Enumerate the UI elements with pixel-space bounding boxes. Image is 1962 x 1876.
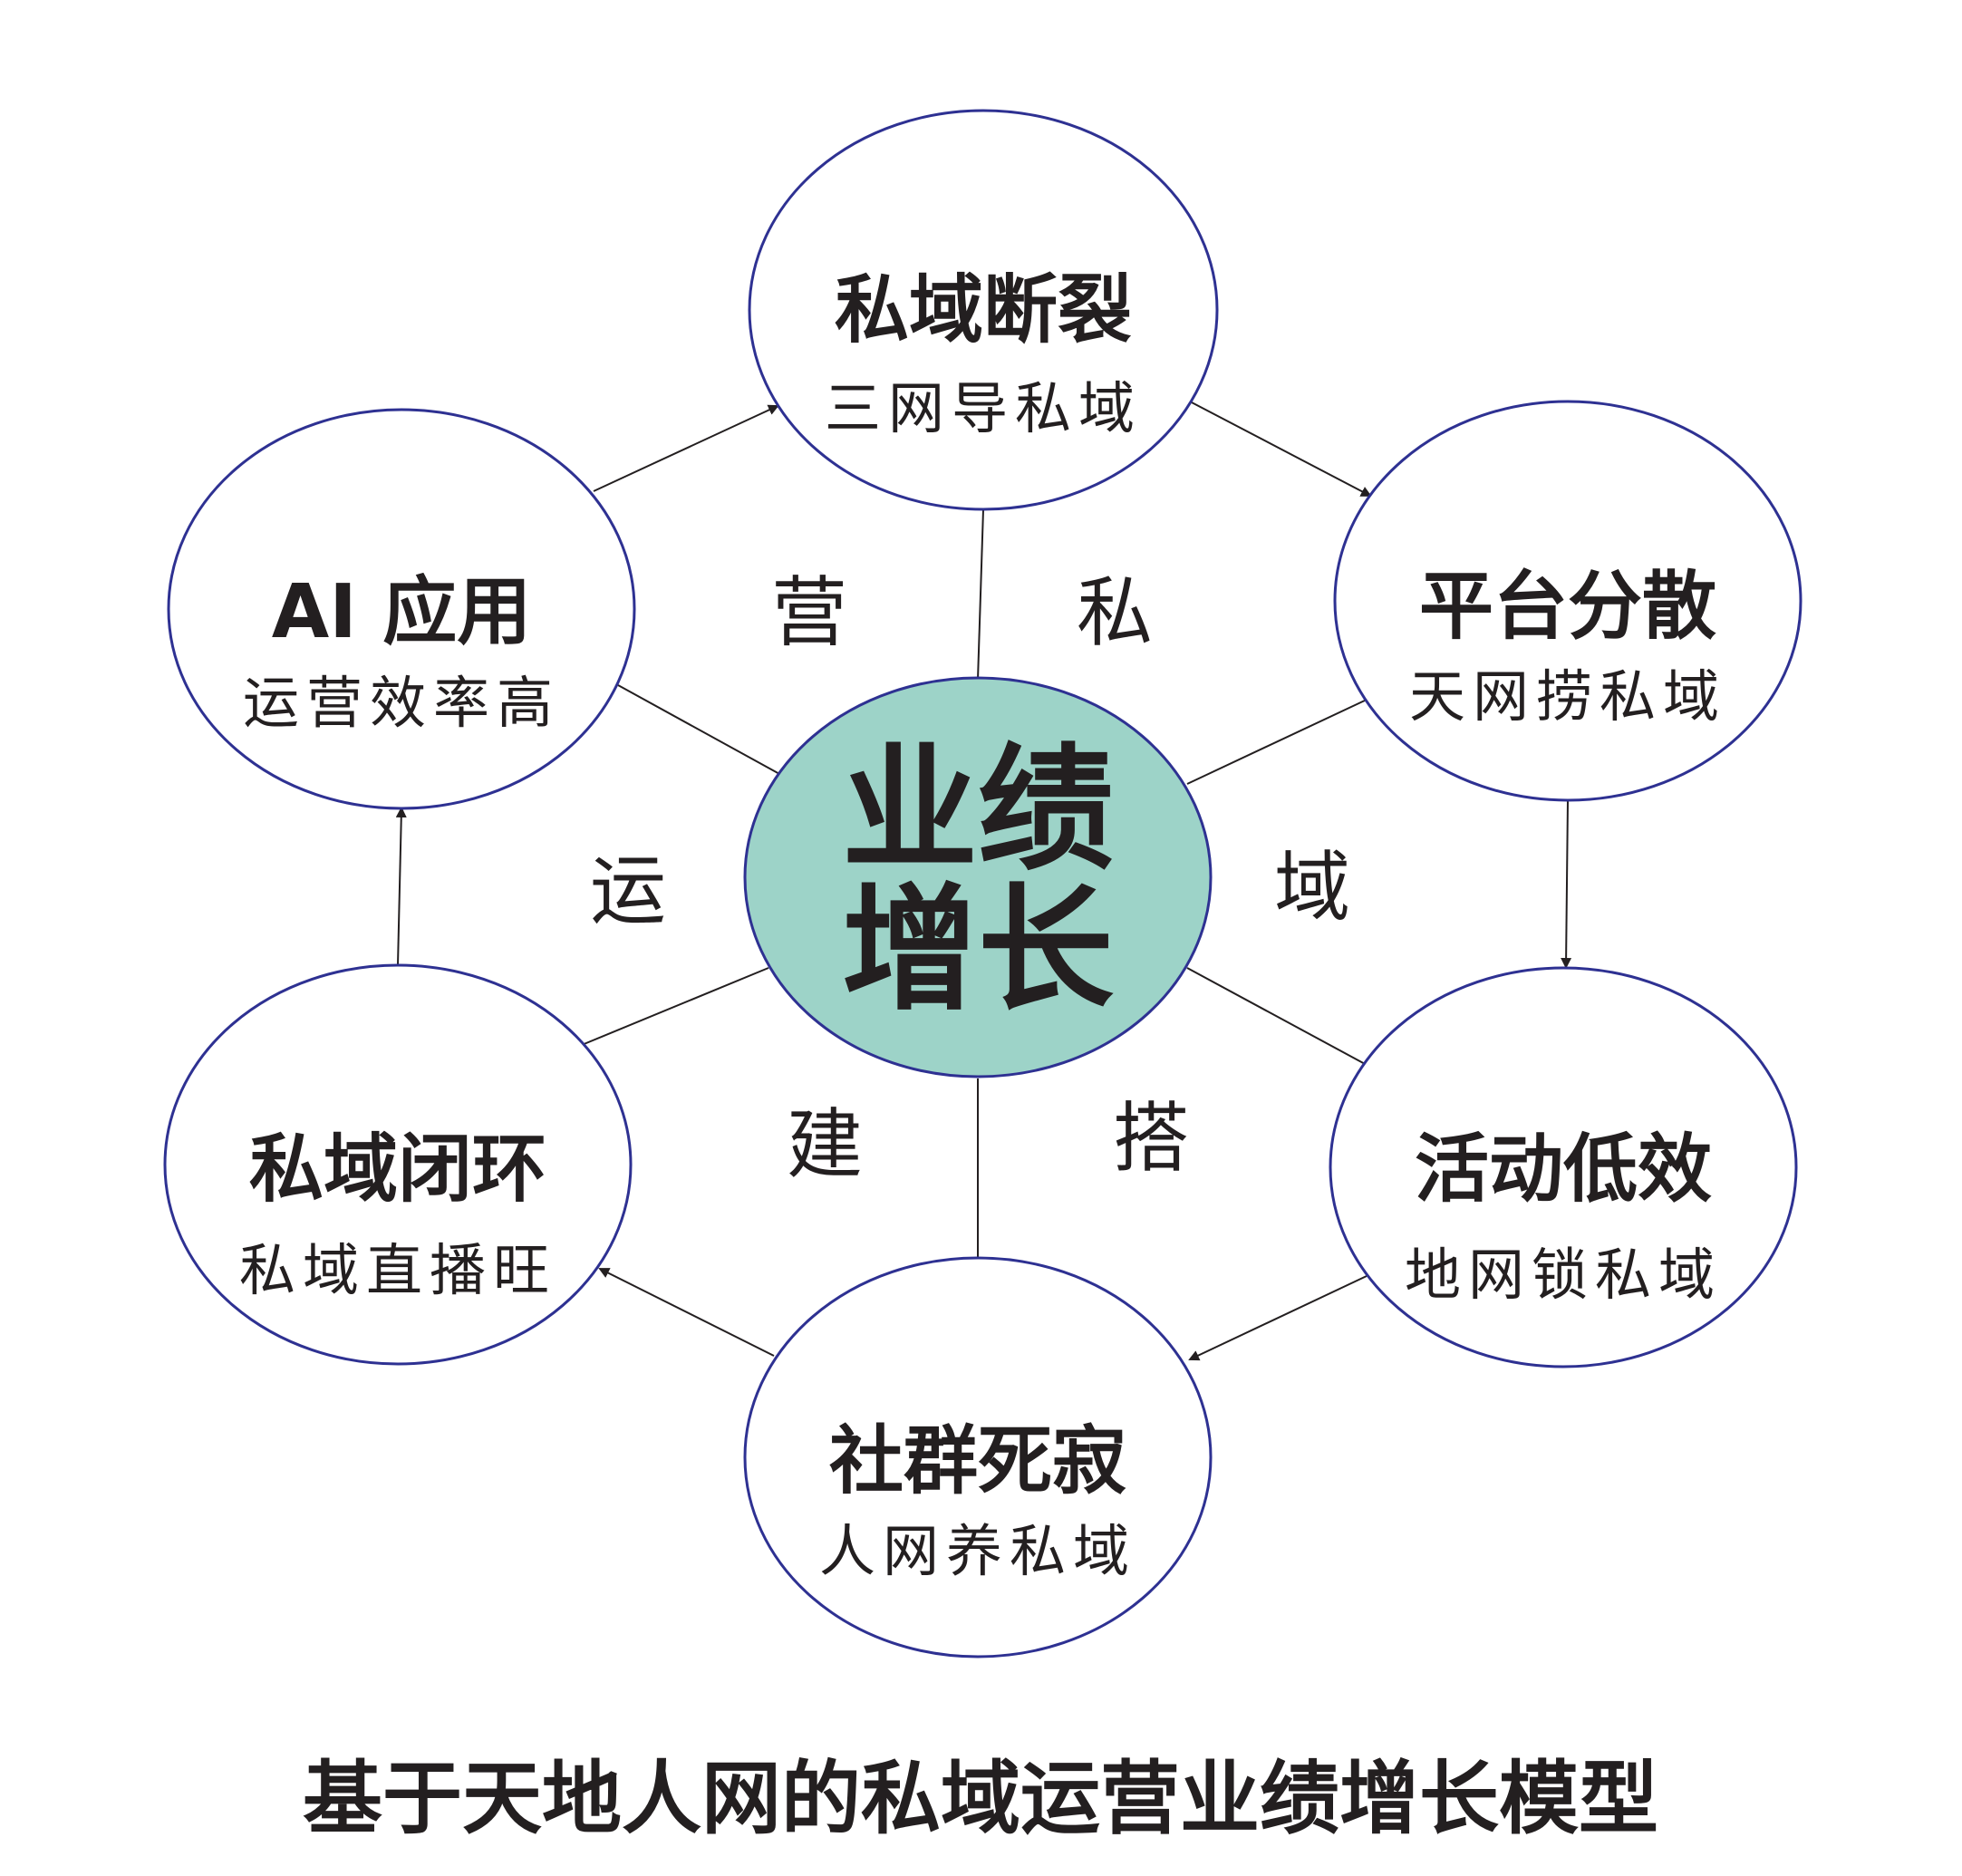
node-upper-right-subtitle: 天网捞私域 (1409, 663, 1726, 730)
node-upper-right-ellipse (1333, 400, 1803, 802)
node-bottom-ellipse (743, 1256, 1213, 1658)
node-lower-left-title: 私域闭环 (249, 1127, 546, 1213)
arrow-upper-right-to-lower-right (1561, 799, 1572, 969)
arrow-bottom-to-lower-left (598, 1268, 775, 1357)
node-lower-left-ellipse (163, 963, 633, 1366)
spoke-lower-left (581, 967, 769, 1046)
arrow-upper-left-to-top (593, 404, 779, 492)
node-upper-right-title: 平台分散 (1419, 564, 1716, 650)
center-ellipse (743, 676, 1213, 1078)
spoke-lower-right (1186, 967, 1368, 1066)
ring-characters: 私 域 搭 建 运 营 (590, 568, 1350, 1189)
arrow-top-to-upper-right (1189, 401, 1372, 497)
node-bottom-title: 社群死寂 (829, 1418, 1126, 1504)
node-upper-right: 平台分散 天网捞私域 (1333, 400, 1803, 802)
node-lower-right: 活动低效 地网锁私域 (1329, 966, 1798, 1368)
node-lower-left: 私域闭环 私域直播旺 (163, 963, 633, 1366)
ring-char-1: 私 (1077, 568, 1153, 657)
ring-char-6: 营 (771, 568, 847, 657)
node-top-title: 私域断裂 (835, 267, 1132, 353)
node-upper-left-subtitle: 运营效率高 (243, 670, 560, 736)
center-node: 业绩 增长 (743, 676, 1213, 1078)
node-bottom: 社群死寂 人网养私域 (743, 1256, 1213, 1658)
spoke-lines (581, 508, 1368, 1260)
node-upper-left-ellipse (167, 408, 636, 810)
node-lower-right-subtitle: 地网锁私域 (1405, 1242, 1722, 1308)
cycle-arrows (395, 401, 1572, 1361)
ring-char-4: 建 (787, 1100, 863, 1189)
node-bottom-subtitle: 人网养私域 (819, 1518, 1136, 1584)
ring-char-3: 搭 (1113, 1094, 1189, 1183)
center-line-2: 增长 (842, 872, 1114, 1030)
node-top-subtitle: 三网导私域 (825, 375, 1142, 441)
node-lower-right-ellipse (1329, 966, 1798, 1368)
diagram-caption: 基于天地人网的私域运营业绩增长模型 (303, 1752, 1658, 1845)
arrow-lower-right-to-bottom (1188, 1275, 1368, 1361)
center-line-1: 业绩 (842, 731, 1114, 889)
spoke-upper-right (1186, 699, 1368, 785)
spoke-upper-left (617, 684, 782, 776)
node-lower-right-title: 活动低效 (1415, 1127, 1712, 1213)
node-upper-left-title: AI 应用 (272, 569, 532, 655)
node-top: 私域断裂 三网导私域 (748, 109, 1219, 511)
node-lower-left-subtitle: 私域直播旺 (239, 1237, 556, 1303)
arrow-lower-left-to-upper-left (395, 807, 407, 966)
ring-char-2: 域 (1274, 843, 1350, 932)
node-top-ellipse (748, 109, 1219, 511)
spoke-top (977, 508, 984, 681)
node-upper-left: AI 应用 运营效率高 (167, 408, 636, 810)
ring-char-5: 运 (590, 846, 666, 935)
